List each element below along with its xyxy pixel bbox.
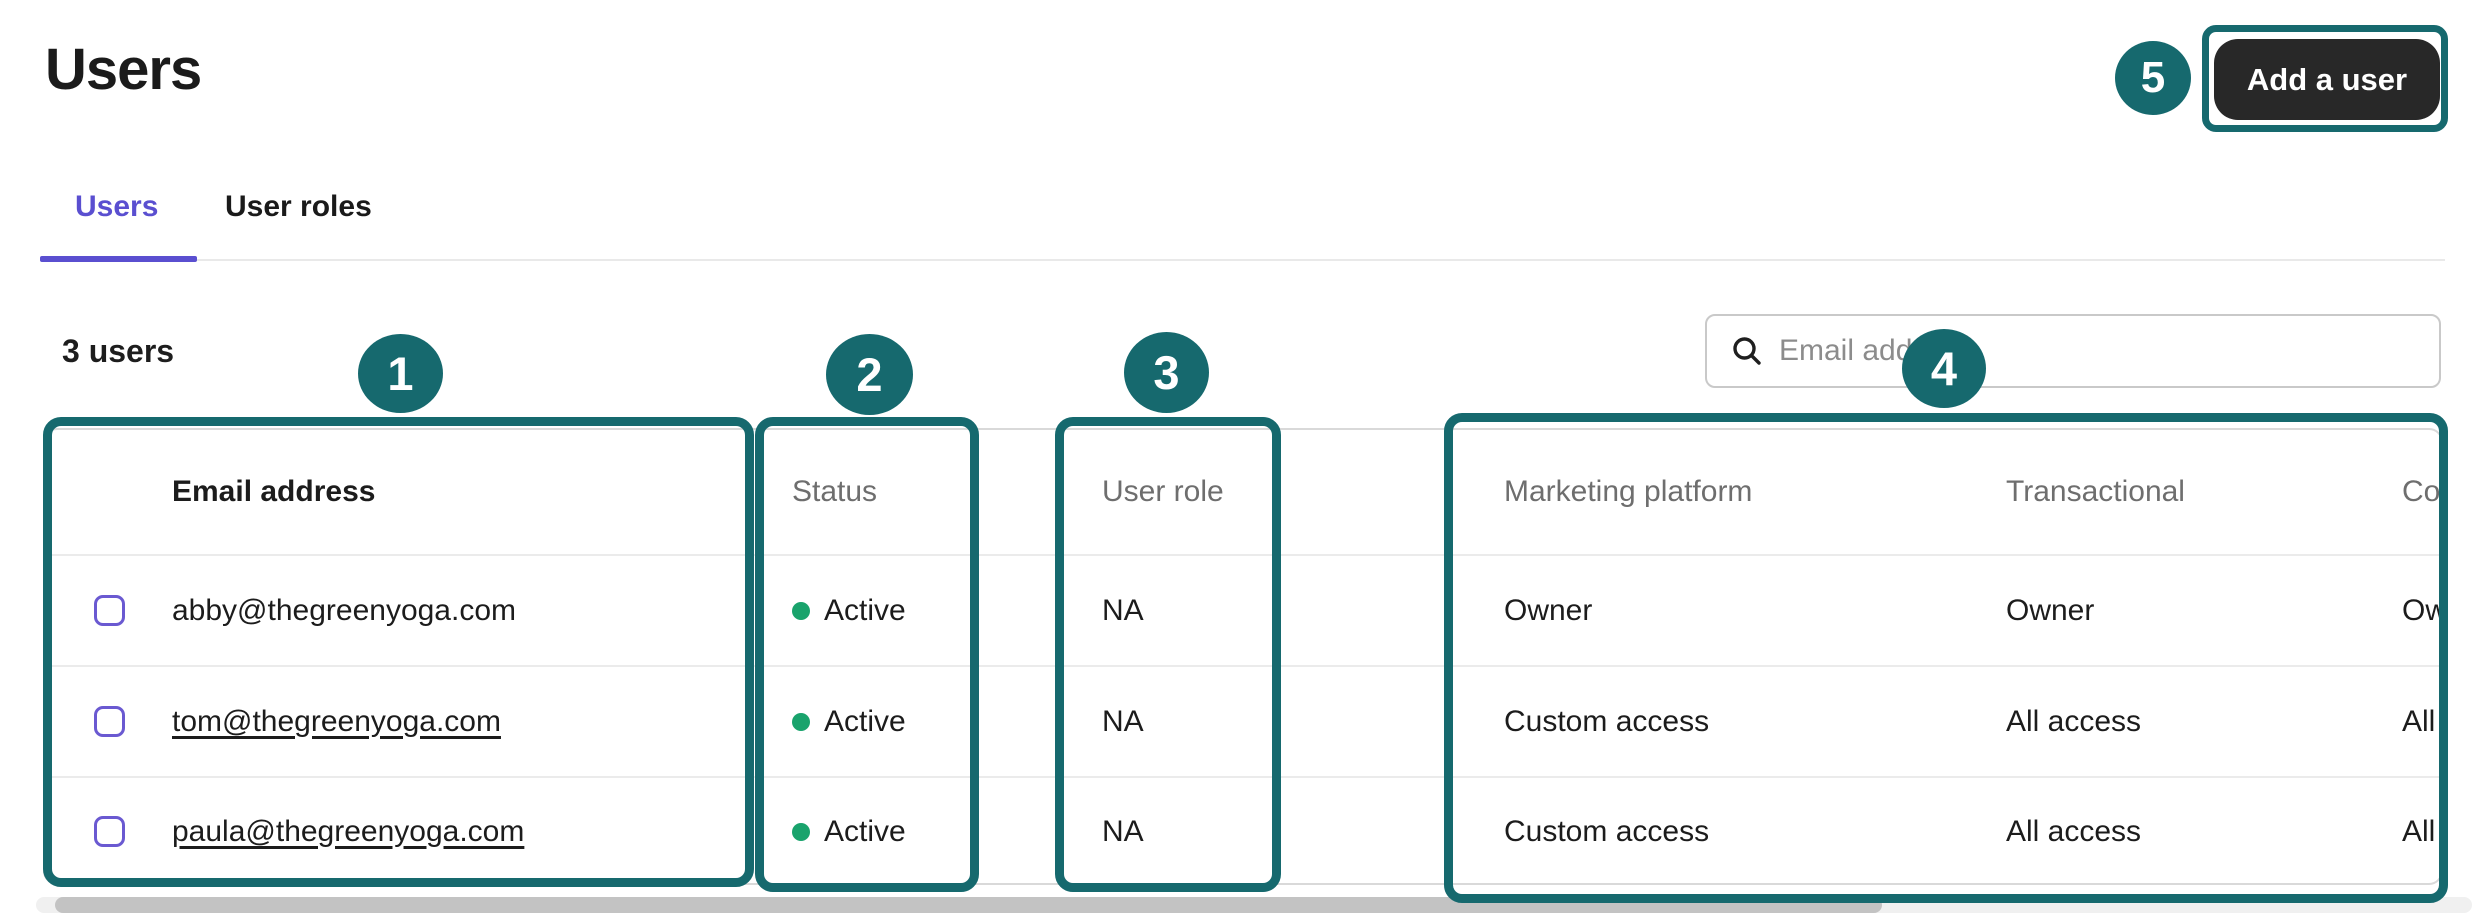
active-tab-underline [40, 256, 197, 262]
search-icon [1733, 337, 1761, 365]
tab-users[interactable]: Users [75, 190, 159, 223]
column-header-marketing-platform: Marketing platform [1504, 475, 1753, 508]
marketing-platform-cell: Custom access [1504, 814, 1710, 848]
status-active-dot-icon [792, 601, 810, 620]
column-header-status: Status [792, 475, 878, 508]
transactional-cell: All access [2006, 814, 2142, 848]
row-checkbox[interactable] [94, 816, 125, 847]
user-role-cell: NA [1102, 593, 1144, 627]
user-role-cell: NA [1102, 704, 1144, 738]
horizontal-scrollbar-thumb[interactable] [55, 897, 1882, 913]
marketing-platform-cell: Owner [1504, 593, 1593, 627]
status-active-dot-icon [792, 822, 810, 841]
row-checkbox[interactable] [94, 706, 125, 737]
marketing-platform-cell: Custom access [1504, 704, 1710, 738]
annotation-badge-3: 3 [1124, 332, 1209, 413]
tabs-divider [40, 259, 2445, 261]
annotation-badge-1: 1 [358, 334, 443, 413]
column-header-email: Email address [172, 475, 376, 508]
add-user-button[interactable]: Add a user [2214, 39, 2440, 120]
annotation-badge-2: 2 [826, 334, 913, 415]
column-header-user-role: User role [1102, 475, 1224, 508]
status-cell: Active [792, 556, 906, 665]
table-header-row: Email address Status User role Marketing… [45, 430, 2441, 554]
user-email-link[interactable]: paula@thegreenyoga.com [172, 814, 525, 848]
column-header-contacts: Contacts [2402, 475, 2441, 508]
status-cell: Active [792, 778, 906, 883]
column-header-transactional: Transactional [2006, 475, 2185, 508]
table-row: abby@thegreenyoga.com Active NA Owner Ow… [45, 554, 2443, 665]
status-active-dot-icon [792, 712, 810, 731]
contacts-cell: All access [2402, 814, 2441, 848]
annotation-badge-5: 5 [2115, 41, 2191, 115]
users-table: Email address Status User role Marketing… [43, 428, 2443, 885]
users-count: 3 users [62, 333, 175, 369]
user-role-cell: NA [1102, 814, 1144, 848]
status-label: Active [824, 593, 906, 627]
contacts-cell: All access [2402, 704, 2441, 738]
tab-user-roles[interactable]: User roles [225, 190, 372, 223]
contacts-cell: Owner [2402, 593, 2443, 627]
user-email: abby@thegreenyoga.com [172, 593, 517, 627]
transactional-cell: Owner [2006, 593, 2095, 627]
page-title: Users [45, 37, 202, 102]
horizontal-scrollbar-track[interactable] [36, 897, 2472, 913]
search-input[interactable] [1763, 316, 2439, 386]
user-email-link[interactable]: tom@thegreenyoga.com [172, 704, 501, 738]
row-checkbox[interactable] [94, 595, 125, 626]
status-cell: Active [792, 667, 906, 776]
status-label: Active [824, 814, 906, 848]
transactional-cell: All access [2006, 704, 2142, 738]
table-row: tom@thegreenyoga.com Active NA Custom ac… [45, 665, 2441, 776]
table-row: paula@thegreenyoga.com Active NA Custom … [45, 776, 2441, 883]
status-label: Active [824, 704, 906, 738]
search-box [1705, 314, 2441, 388]
